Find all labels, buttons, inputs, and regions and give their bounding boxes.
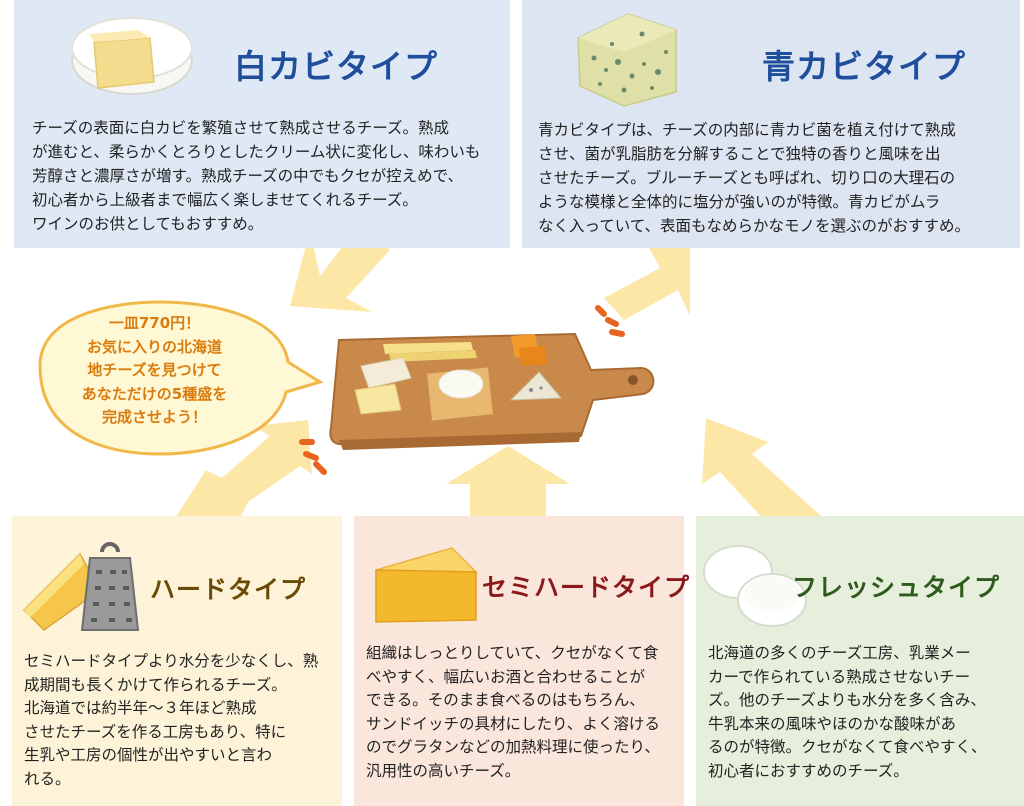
cheese-board-image [329, 332, 655, 450]
title-hard: ハードタイプ [150, 575, 307, 604]
desc-fresh: 北海道の多くのチーズ工房、乳業メーカーで作られている熟成させないチーズ。他のチー… [708, 644, 987, 780]
sparkle-marks-bottom [299, 439, 327, 475]
panel-white-mold: 白カビタイプ チーズの表面に白カビを繁殖させて熟成させるチーズ。熟成が進むと、柔… [14, 0, 510, 248]
sparkle-marks-top [595, 305, 625, 337]
title-fresh: フレッシュタイプ [792, 573, 1001, 602]
desc-white-mold: チーズの表面に白カビを繁殖させて熟成させるチーズ。熟成が進むと、柔らかくとろりと… [32, 119, 481, 233]
arrow-bottom-left [174, 420, 312, 520]
bubble-message: 一皿770円！ お気に入りの北海道 地チーズを見つけて あなただけの5種盛を 完… [81, 314, 228, 426]
panel-semihard: セミハードタイプ 組織はしっとりしていて、クセがなくて食べやすく、幅広いお酒と合… [354, 516, 689, 806]
panel-blue-mold: 青カビタイプ 青カビタイプは、チーズの内部に青カビ菌を植え付けて熟成させ、菌が乳… [522, 0, 1020, 248]
arrow-bottom-middle [446, 446, 570, 520]
title-blue-mold: 青カビタイプ [762, 47, 966, 86]
desc-blue-mold: 青カビタイプは、チーズの内部に青カビ菌を植え付けて熟成させ、菌が乳脂肪を分解する… [538, 121, 970, 235]
camembert-cheese-icon [71, 17, 193, 95]
title-white-mold: 白カビタイプ [234, 47, 438, 86]
arrow-top-right [604, 232, 690, 320]
speech-bubble [38, 300, 324, 456]
blue-cheese-icon [577, 13, 677, 107]
arrow-bottom-right [702, 418, 830, 524]
cheese-grater-icon [22, 542, 140, 631]
title-semihard: セミハードタイプ [482, 573, 691, 602]
panel-fresh: フレッシュタイプ 北海道の多くのチーズ工房、乳業メーカーで作られている熟成させな… [696, 516, 1024, 806]
fresh-cheese-icon [703, 545, 807, 627]
desc-semihard: 組織はしっとりしていて、クセがなくて食べやすく、幅広いお酒と合わせることができる… [366, 644, 660, 780]
panel-hard: ハードタイプ セミハードタイプより水分を少なくし、熟成期間も長くかけて作られるチ… [12, 516, 342, 806]
cheese-wedge-icon [375, 547, 478, 623]
desc-hard: セミハードタイプより水分を少なくし、熟成期間も長くかけて作られるチーズ。北海道で… [24, 652, 319, 788]
